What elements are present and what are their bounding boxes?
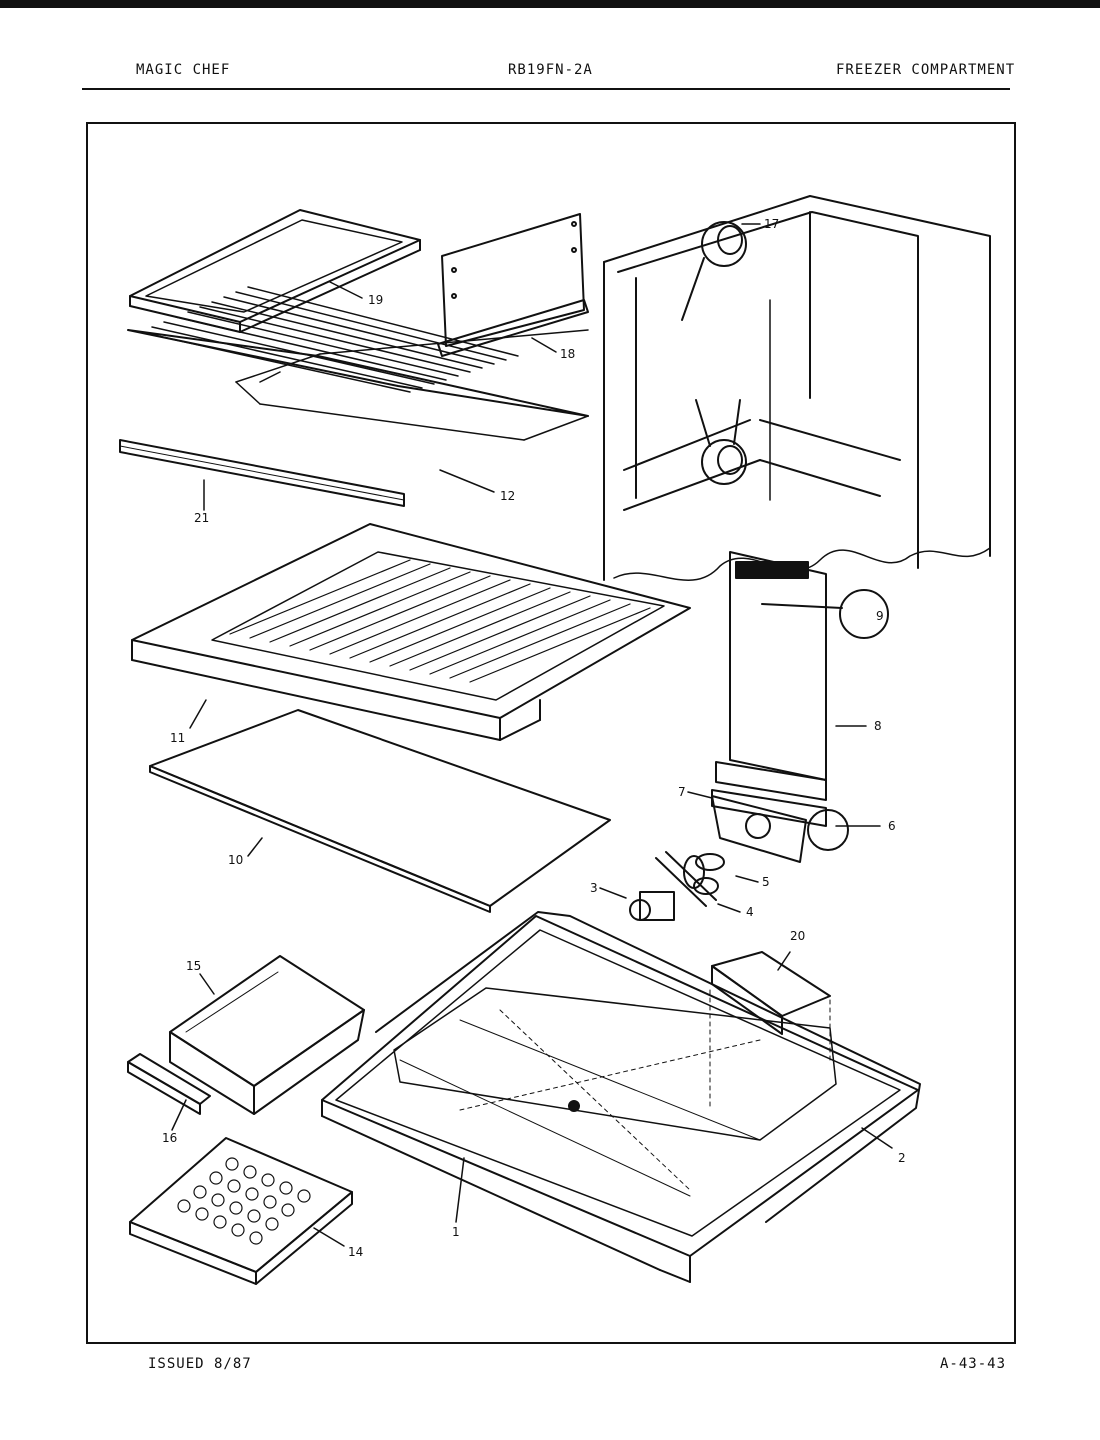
callout-10: 10 xyxy=(228,853,243,867)
callout-14: 14 xyxy=(348,1245,363,1259)
callout-12: 12 xyxy=(500,489,515,503)
callout-3: 3 xyxy=(590,881,598,895)
part-14-ice-cube-tray xyxy=(129,1137,353,1285)
part-18-divider-panel xyxy=(437,213,589,357)
callout-1: 1 xyxy=(452,1225,460,1239)
callout-17: 17 xyxy=(764,217,779,231)
footer-issued: ISSUED 8/87 xyxy=(148,1356,252,1372)
diagram-frame xyxy=(86,122,1016,1344)
part-16-bin-rail xyxy=(127,1053,211,1115)
callout-5: 5 xyxy=(762,875,770,889)
part-5-fan-blade xyxy=(683,853,725,895)
callout-labels: 19 18 17 12 21 11 10 9 8 7 6 5 4 3 20 1 … xyxy=(162,217,906,1259)
part-20-air-deflector xyxy=(711,951,831,1035)
callout-11: 11 xyxy=(170,731,185,745)
callout-15: 15 xyxy=(186,959,201,973)
part-3-fan-motor xyxy=(629,851,717,921)
part-7-fan-shroud xyxy=(711,795,849,863)
callout-19: 19 xyxy=(368,293,383,307)
callout-21: 21 xyxy=(194,511,209,525)
header-rule xyxy=(82,88,1010,90)
header-brand: MAGIC CHEF xyxy=(136,62,231,78)
header-model: RB19FN-2A xyxy=(508,62,593,78)
freezer-cabinet-cutaway xyxy=(603,195,991,581)
part-2-tray-trim xyxy=(375,911,921,1223)
part-10-shelf-panel xyxy=(149,709,611,913)
callout-16: 16 xyxy=(162,1131,177,1145)
callout-4: 4 xyxy=(746,905,754,919)
part-19-shelf-frame xyxy=(129,209,421,333)
callout-20: 20 xyxy=(790,929,805,943)
footer-page-code: A-43-43 xyxy=(940,1356,1007,1372)
callout-8: 8 xyxy=(874,719,882,733)
callout-2: 2 xyxy=(898,1151,906,1165)
part-8-evaporator-cover xyxy=(711,551,889,827)
callout-9: 9 xyxy=(876,609,884,623)
part-11-freezer-shelf xyxy=(131,523,691,741)
callout-18: 18 xyxy=(560,347,575,361)
callout-6: 6 xyxy=(888,819,896,833)
part-15-storage-bin xyxy=(169,955,365,1115)
part-1-freezer-liner-tray xyxy=(321,915,919,1283)
callout-7: 7 xyxy=(678,785,686,799)
top-border-bar xyxy=(0,0,1100,8)
part-21-shelf-trim xyxy=(119,439,405,507)
header-section: FREEZER COMPARTMENT xyxy=(836,62,1016,78)
callout-leaders xyxy=(171,223,893,1247)
part-12-wire-shelf xyxy=(127,286,589,441)
